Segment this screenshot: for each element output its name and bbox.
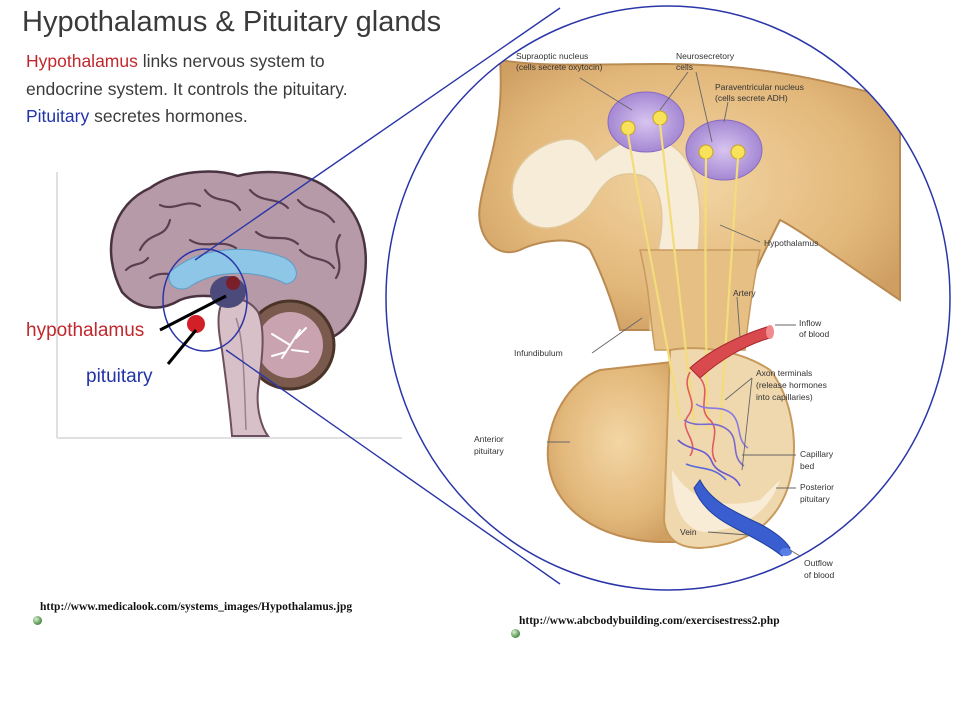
label-outflow-1: Outflow (804, 558, 834, 568)
label-vein: Vein (680, 527, 697, 537)
label-anterior-2: pituitary (474, 446, 505, 456)
label-neurosecretory-2: cells (676, 62, 693, 72)
label-axon-1: Axon terminals (756, 368, 812, 378)
intro-line-3: Pituitary secretes hormones. (26, 106, 248, 127)
intro-line-2-text: endocrine system. It controls the pituit… (26, 79, 348, 99)
label-supraoptic-1: Supraoptic nucleus (516, 51, 588, 61)
intro-line-1-text: links nervous system to (137, 51, 325, 71)
label-capillary-2: bed (800, 461, 814, 471)
intro-line-1: Hypothalamus links nervous system to (26, 51, 325, 72)
label-axon-3: into capillaries) (756, 392, 813, 402)
label-supraoptic-2: (cells secrete oxytocin) (516, 62, 603, 72)
detail-leader-lines (547, 71, 801, 557)
hypothalamus-keyword: Hypothalamus (26, 51, 138, 71)
brain-sagittal-section (56, 170, 402, 439)
label-capillary-1: Capillary (800, 449, 834, 459)
label-infundibulum: Infundibulum (514, 348, 563, 358)
label-neurosecretory-1: Neurosecretory (676, 51, 735, 61)
pituitary-label: pituitary (86, 366, 153, 387)
source-link-left[interactable]: http://www.medicalook.com/systems_images… (40, 601, 353, 613)
label-axon-2: (release hormones (756, 380, 827, 390)
zoom-detail-illustration (386, 6, 950, 590)
slide-title: Hypothalamus & Pituitary glands (22, 6, 442, 38)
label-inflow-1: Inflow (799, 318, 822, 328)
label-paraventricular-2: (cells secrete ADH) (715, 93, 788, 103)
label-anterior-1: Anterior (474, 434, 504, 444)
label-posterior-2: pituitary (800, 494, 831, 504)
zoom-line-top (194, 7, 561, 261)
label-posterior-1: Posterior (800, 482, 834, 492)
hypothalamus-label: hypothalamus (26, 320, 145, 341)
pituitary-keyword: Pituitary (26, 106, 90, 126)
globe-icon (33, 616, 42, 625)
intro-line-3-text: secretes hormones. (89, 106, 248, 126)
label-paraventricular-1: Paraventricular nucleus (715, 82, 804, 92)
label-artery: Artery (733, 288, 756, 298)
globe-icon (511, 629, 520, 638)
label-hypothalamus-detail: Hypothalamus (764, 238, 818, 248)
label-inflow-2: of blood (799, 329, 830, 339)
zoom-circle (385, 5, 951, 591)
source-link-right[interactable]: http://www.abcbodybuilding.com/exercises… (519, 615, 780, 627)
intro-line-2: endocrine system. It controls the pituit… (26, 79, 348, 100)
label-outflow-2: of blood (804, 570, 835, 580)
zoom-line-bottom (225, 349, 561, 585)
